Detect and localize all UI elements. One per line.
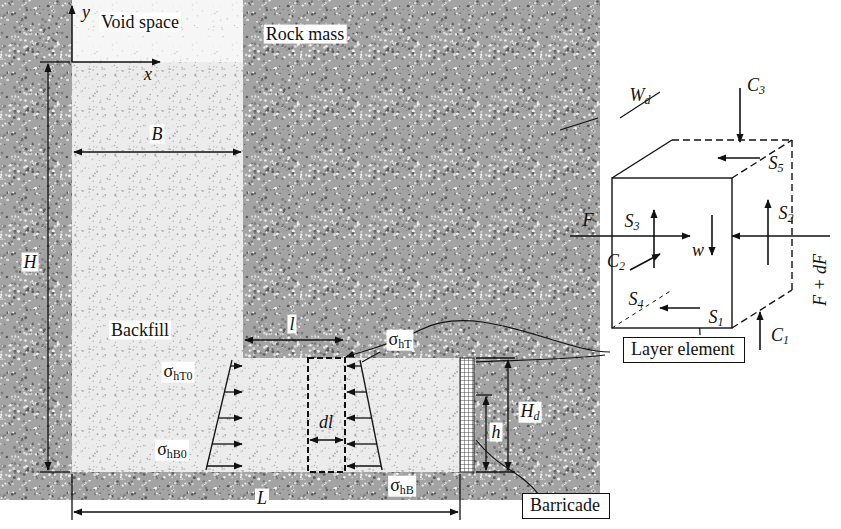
- figure-label: σhB: [388, 476, 416, 497]
- figure-label: Hd: [519, 402, 542, 423]
- callout-box: Barricade: [522, 493, 610, 519]
- force-arrows: [570, 88, 830, 350]
- figure-label: S5: [767, 154, 786, 175]
- figure-label: σhB0: [155, 440, 189, 461]
- figure-label: C2: [605, 252, 627, 273]
- figure-label: σhT: [386, 330, 413, 351]
- callout-text: Layer element: [631, 340, 737, 360]
- layer-element-cube: [612, 140, 792, 328]
- figure-label: w: [690, 241, 706, 260]
- figure-label: h: [490, 423, 503, 442]
- rock-mass: [0, 0, 600, 500]
- void-space: [72, 0, 243, 62]
- figure-label: S2: [777, 204, 796, 225]
- figure-label: S3: [623, 212, 642, 233]
- dimension-lines: [40, 62, 515, 520]
- stress-distribution: [206, 352, 382, 470]
- figure-label: x: [142, 65, 154, 84]
- figure-label: F + dF: [811, 252, 830, 308]
- figure-label: S4: [627, 290, 646, 311]
- figure-label: Backfill: [109, 321, 171, 340]
- figure-label: Void space: [99, 13, 181, 32]
- figure-label: dl: [317, 413, 335, 432]
- figure-label: B: [150, 125, 165, 144]
- figure-label: C3: [745, 76, 767, 97]
- figure-label: F: [581, 211, 596, 230]
- stope-backfill: [72, 62, 243, 472]
- barricade: [460, 358, 474, 472]
- layer-element: [308, 358, 345, 472]
- drift-backfill: [243, 358, 460, 472]
- figure-label: Wd: [628, 86, 653, 107]
- figure-label: C1: [769, 326, 791, 347]
- callout-box: Layer element: [623, 337, 745, 363]
- figure-label: Rock mass: [264, 25, 347, 44]
- figure-label: S1: [707, 308, 726, 329]
- figure-label: σhT0: [161, 362, 194, 383]
- callout-text: Barricade: [530, 496, 602, 516]
- figure-label: y: [80, 3, 92, 22]
- figure-label: L: [255, 489, 269, 508]
- figure-label: l: [287, 315, 296, 334]
- figure-label: H: [22, 253, 39, 272]
